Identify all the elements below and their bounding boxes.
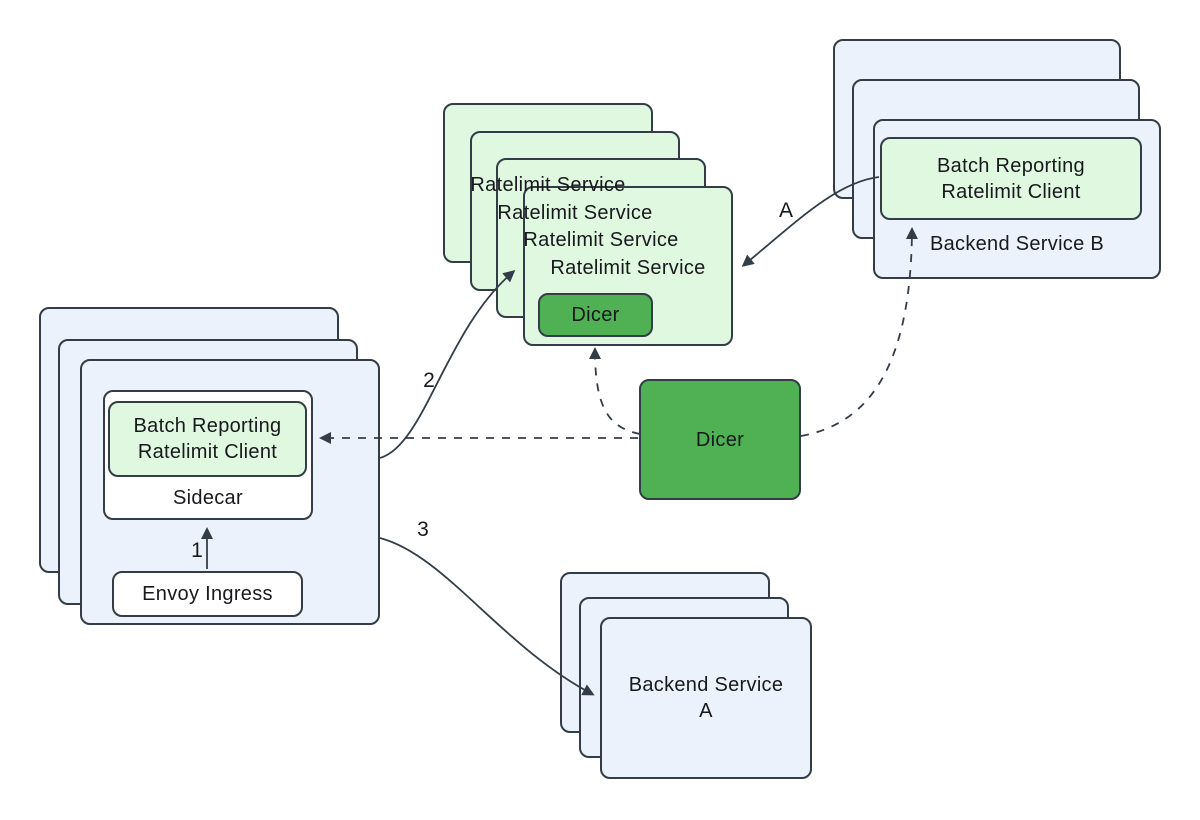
sidecar-label: Sidecar [173, 487, 243, 509]
edge-dicer-to-ratelimit-dicer [589, 347, 641, 435]
ratelimit-dicer-node: Dicer [538, 293, 653, 337]
backend-a-label: Backend Service A [628, 674, 784, 722]
ingress-batch-reporting-client-label: Batch Reporting Ratelimit Client [133, 415, 282, 463]
edge-label-1: 1 [191, 539, 203, 562]
ratelimit-dicer-label: Dicer [571, 304, 620, 326]
ratelimit-service-label: Ratelimit Service [550, 257, 706, 279]
ingress-batch-reporting-client-node: Batch Reporting Ratelimit Client [108, 401, 307, 477]
ratelimit-service-replica-4-label: Ratelimit Service [470, 174, 626, 196]
edge-label-a: A [778, 199, 794, 222]
dicer-node: Dicer [639, 379, 801, 500]
dicer-label: Dicer [695, 428, 745, 451]
edge-2-pod-to-ratelimit [379, 270, 516, 459]
edge-label-2: 2 [423, 369, 435, 392]
envoy-ingress-node: Envoy Ingress [112, 571, 303, 617]
ratelimit-service-replica-2-label: Ratelimit Service [523, 229, 679, 251]
edge-label-3: 3 [417, 518, 429, 541]
ratelimit-service-replica-3-label: Ratelimit Service [497, 202, 653, 224]
backend-b-batch-reporting-client-label: Batch Reporting Ratelimit Client [937, 154, 1085, 203]
envoy-ingress-label: Envoy Ingress [142, 583, 273, 605]
backend-a-replica-front [600, 617, 812, 779]
backend-b-label: Backend Service B [929, 233, 1105, 255]
backend-b-batch-reporting-client-node: Batch Reporting Ratelimit Client [880, 137, 1142, 220]
